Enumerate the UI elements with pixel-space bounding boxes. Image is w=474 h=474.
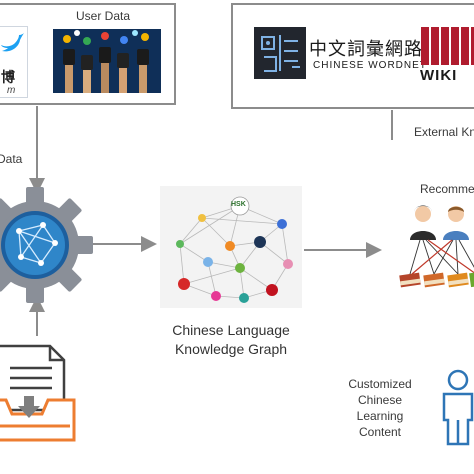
customized-line3: Learning	[356, 409, 404, 423]
graph-node	[277, 219, 287, 229]
graph-node-hub	[230, 196, 250, 216]
user-data-title: User Data	[76, 9, 131, 23]
recommendation-network	[399, 205, 474, 288]
graph-hub-label: HSK	[231, 201, 246, 208]
graph-caption-line1: Chinese Language	[172, 322, 290, 338]
gear-network-icon	[0, 187, 93, 303]
user-data-illustration	[53, 29, 161, 93]
content-document-icon	[0, 344, 76, 442]
graph-node	[225, 241, 235, 251]
graph-node	[211, 291, 221, 301]
download-arrow-icon	[18, 396, 40, 418]
graph-node	[239, 293, 249, 303]
chinese-wordnet-logo-icon	[254, 27, 306, 79]
weibo-char: 博	[1, 69, 15, 85]
graph-node	[178, 278, 190, 290]
social-logos-card: 博 m	[0, 26, 28, 98]
customized-line4: Content	[358, 425, 402, 439]
wiki-text: WIKI	[420, 67, 458, 84]
graph-node	[235, 263, 245, 273]
book-icons	[399, 270, 474, 288]
weibo-label: 博	[1, 67, 15, 87]
twitter-bird-icon	[1, 33, 24, 52]
wordnet-chinese-title: 中文詞彙網路	[309, 39, 423, 60]
wiki-logo-icon	[421, 27, 474, 65]
weibo-suffix: m	[7, 85, 16, 96]
graph-node	[176, 240, 184, 248]
recommendation-title: Recomme	[420, 182, 474, 196]
male-user-icon	[443, 206, 469, 240]
customized-line1: Customized	[348, 377, 412, 391]
graph-node	[283, 259, 293, 269]
graph-node	[266, 284, 278, 296]
graph-caption-line2: Knowledge Graph	[174, 341, 288, 357]
wordnet-english-title: CHINESE WORDNET	[313, 60, 427, 71]
phone-hands-icon	[63, 47, 149, 93]
user-data-edge-label: Data	[0, 152, 23, 166]
knowledge-graph-network	[176, 196, 293, 303]
female-user-icon	[410, 205, 436, 240]
graph-node	[198, 214, 206, 222]
external-knowledge-label: External Kn	[414, 125, 474, 139]
graph-node	[203, 257, 213, 267]
graph-node	[254, 236, 266, 248]
person-outline-icon	[442, 369, 474, 446]
customized-line2: Chinese	[357, 393, 403, 407]
